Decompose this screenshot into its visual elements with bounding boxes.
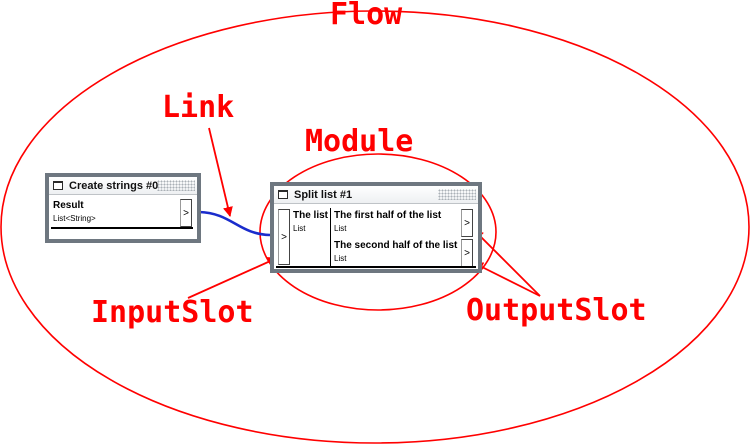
window-icon	[278, 190, 288, 199]
drag-grip[interactable]	[438, 189, 476, 200]
slot-underline	[276, 266, 476, 268]
input-slot-pointer-arrow	[187, 257, 278, 299]
output-slot-name: The first half of the list	[334, 210, 442, 221]
input-slot-name: The list	[293, 210, 329, 221]
module-title: Create strings #0	[69, 179, 159, 192]
slot-divider	[330, 208, 331, 266]
output-slot-name: The second half of the list	[334, 240, 458, 251]
output-slot-name: Result	[53, 200, 84, 211]
split-list-module[interactable]: Split list #1 > The list List The first …	[270, 182, 482, 273]
output-slot-connector[interactable]: >	[461, 239, 473, 267]
input-slot-type: List	[293, 224, 306, 233]
link-pointer-arrow	[208, 127, 233, 217]
module-titlebar[interactable]: Split list #1	[274, 186, 478, 204]
flow-ellipse	[0, 10, 750, 444]
window-icon	[53, 181, 63, 190]
link-curve	[198, 210, 271, 237]
output-slot-pointer-arrow-2	[473, 262, 541, 297]
output-slot-pointer-arrow-1	[473, 229, 541, 297]
output-slot-type: List	[334, 224, 347, 233]
module-title: Split list #1	[294, 188, 353, 201]
output-slot-type: List	[334, 254, 347, 263]
drag-grip[interactable]	[157, 180, 195, 191]
input-slot-label: InputSlot	[91, 295, 254, 330]
create-strings-module[interactable]: Create strings #0 Result List<String> >	[45, 173, 201, 243]
output-slot-label: OutputSlot	[466, 293, 647, 328]
flow-label: Flow	[330, 0, 403, 32]
module-titlebar[interactable]: Create strings #0	[49, 177, 197, 195]
module-label: Module	[305, 124, 414, 159]
input-slot-connector[interactable]: >	[278, 209, 290, 265]
output-slot-connector[interactable]: >	[180, 199, 192, 227]
module-ellipse	[259, 153, 497, 311]
link-label: Link	[162, 90, 235, 125]
slot-underline	[51, 227, 193, 229]
output-slot-connector[interactable]: >	[461, 209, 473, 237]
output-slot-type: List<String>	[53, 214, 96, 223]
